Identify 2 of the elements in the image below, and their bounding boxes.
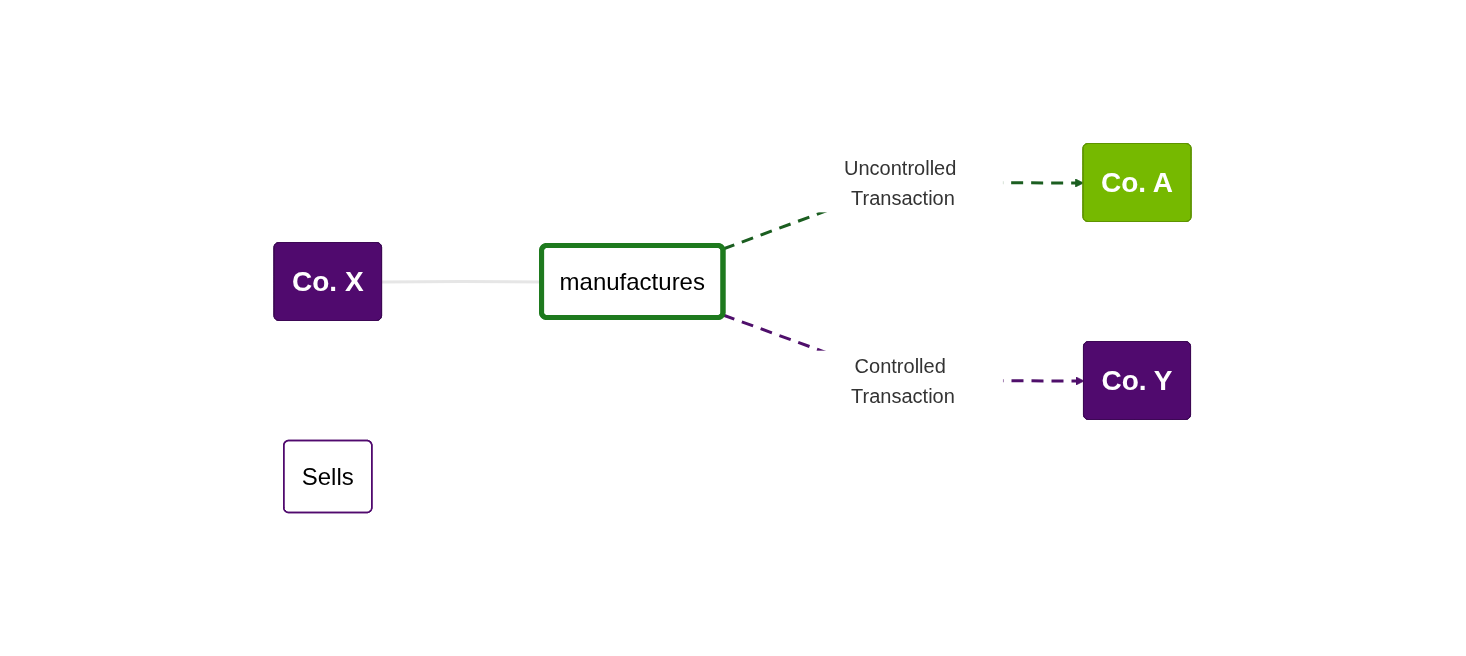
edge-label: Controlled Transaction	[851, 354, 956, 407]
edge-label: Uncontrolled Transaction	[844, 156, 957, 209]
